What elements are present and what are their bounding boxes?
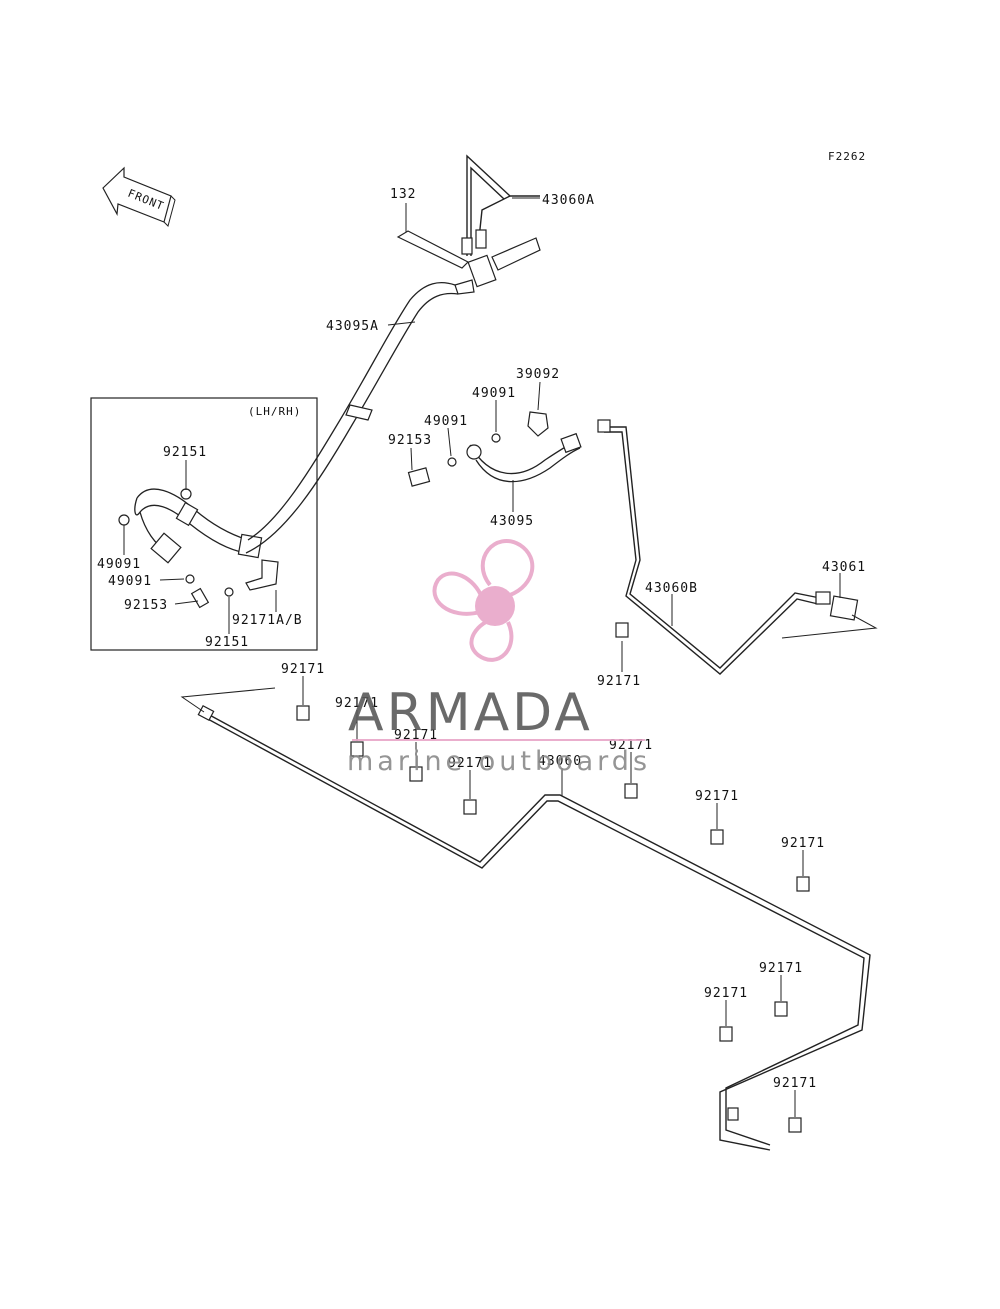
callout-92171-g: 92171 bbox=[781, 836, 825, 851]
callout-43060a: 43060A bbox=[542, 193, 595, 208]
front-direction-arrow: FRONT bbox=[102, 166, 176, 227]
callout-92171-a: 92171 bbox=[281, 662, 325, 677]
callout-92171-e: 92171 bbox=[609, 738, 653, 753]
clamp-set bbox=[296, 622, 810, 1133]
callout-92171-h: 92171 bbox=[759, 961, 803, 976]
callout-132: 132 bbox=[390, 187, 416, 202]
pipe-43060b bbox=[597, 419, 859, 675]
callout-92171-r1: 92171 bbox=[597, 674, 641, 689]
callout-92171ab: 92171A/B bbox=[232, 613, 303, 628]
callout-92151-bot: 92151 bbox=[205, 635, 249, 650]
armada-watermark: ARMADA marine outboards bbox=[347, 538, 651, 777]
hose-43095a bbox=[245, 282, 459, 554]
callout-49091-l1: 49091 bbox=[97, 557, 141, 572]
inset-label: (LH/RH) bbox=[248, 405, 301, 418]
watermark-tagline: marine outboards bbox=[347, 746, 651, 777]
leader-lines bbox=[123, 197, 878, 1117]
callout-92171-f: 92171 bbox=[695, 789, 739, 804]
callout-49091-top: 49091 bbox=[472, 386, 516, 401]
callout-43095a: 43095A bbox=[326, 319, 379, 334]
callout-43061: 43061 bbox=[822, 560, 866, 575]
callout-92171-j: 92171 bbox=[773, 1076, 817, 1091]
callout-43060: 43060 bbox=[538, 754, 582, 769]
propeller-logo bbox=[432, 538, 535, 662]
lh-rh-inset: (LH/RH) bbox=[90, 397, 318, 651]
callout-92171-d: 92171 bbox=[448, 756, 492, 771]
callout-43060b: 43060B bbox=[645, 581, 698, 596]
callout-92151-top: 92151 bbox=[163, 445, 207, 460]
figure-code: F2262 bbox=[828, 150, 866, 163]
callout-92153-l: 92153 bbox=[124, 598, 168, 613]
hose-43095 bbox=[407, 411, 582, 487]
callout-49091-l2: 49091 bbox=[108, 574, 152, 589]
callout-labels: 132 43060A 43095A 39092 49091 49091 9215… bbox=[97, 187, 866, 1091]
pipe-43060 bbox=[197, 704, 871, 1151]
watermark-brand: ARMADA bbox=[348, 683, 593, 743]
callout-39092: 39092 bbox=[516, 367, 560, 382]
callout-92153-top: 92153 bbox=[388, 433, 432, 448]
callout-49091-mid: 49091 bbox=[424, 414, 468, 429]
callout-92171-i: 92171 bbox=[704, 986, 748, 1001]
propeller-hub bbox=[475, 586, 515, 626]
callout-43095: 43095 bbox=[490, 514, 534, 529]
callout-92171-b: 92171 bbox=[335, 696, 379, 711]
junction-block bbox=[396, 154, 541, 295]
